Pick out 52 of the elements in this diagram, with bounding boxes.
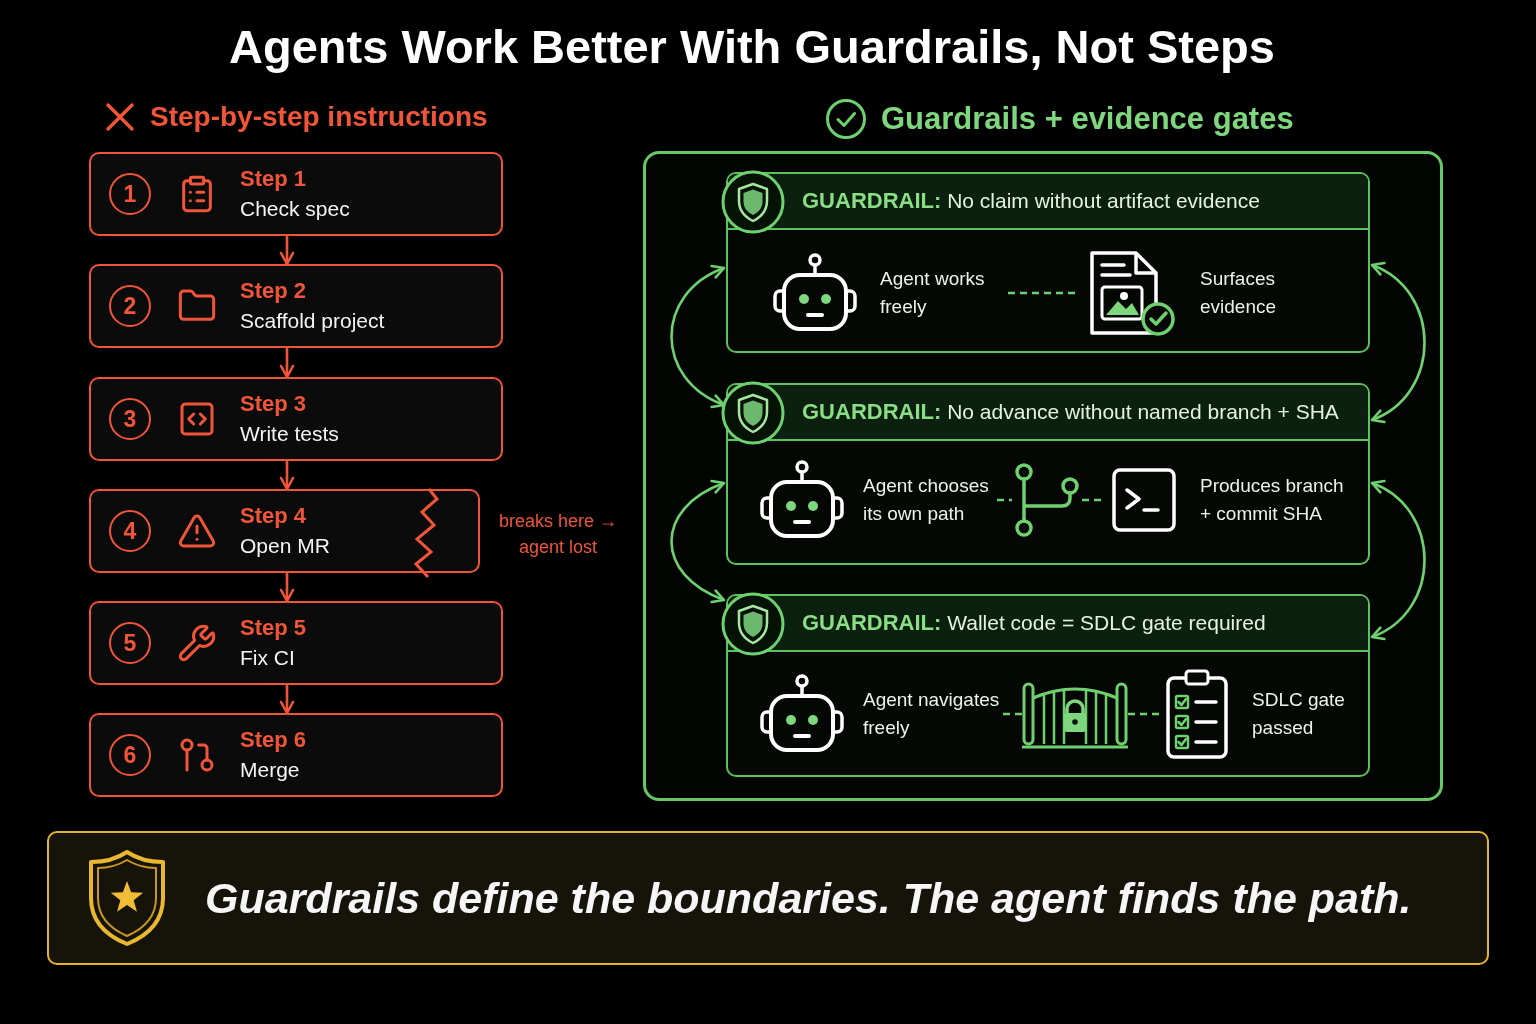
- step-title: Step 3: [240, 390, 308, 418]
- dashed-line: [997, 498, 1012, 502]
- step-title: Step 1: [240, 165, 308, 193]
- branch-icon: [1012, 462, 1082, 538]
- step-description: Check spec: [240, 196, 350, 222]
- curved-arrow: [1370, 263, 1426, 422]
- guardrail-heading: GUARDRAIL: No advance without named branch + SHA: [802, 398, 1339, 426]
- step-title: Step 6: [240, 726, 307, 754]
- step-description: Fix CI: [240, 645, 296, 671]
- step-number: 4: [109, 510, 151, 552]
- dashed-line: [1128, 712, 1160, 716]
- curved-arrow: [670, 480, 726, 603]
- guardrail-heading: GUARDRAIL: No claim without artifact evidence: [802, 187, 1260, 215]
- step-box: [89, 713, 503, 797]
- title: Agents Work Better With Guardrails, Not Steps: [229, 19, 1275, 75]
- step-title: Step 2: [240, 277, 308, 305]
- description-text: Agent navigates freely: [863, 688, 1001, 740]
- arrow: [279, 236, 295, 266]
- description-text: Agent works freely: [880, 267, 986, 319]
- step-box: [89, 264, 503, 348]
- step-box: [89, 152, 503, 236]
- dashed-line: [1003, 712, 1022, 716]
- step-description: Scaffold project: [240, 308, 385, 334]
- curved-arrow: [1370, 481, 1426, 639]
- step-description: Write tests: [240, 421, 339, 447]
- step-number: 6: [109, 734, 151, 776]
- arrow: [279, 461, 295, 491]
- step-number: 2: [109, 285, 151, 327]
- description-text: SDLC gate passed: [1252, 688, 1346, 740]
- step-description: Open MR: [240, 533, 330, 559]
- step-number: 3: [109, 398, 151, 440]
- description-text: Produces branch + commit SHA: [1200, 474, 1345, 526]
- curved-arrow: [670, 265, 726, 408]
- guardrail-heading: GUARDRAIL: Wallet code = SDLC gate required: [802, 609, 1266, 637]
- step-number: 5: [109, 622, 151, 664]
- description-text: Agent chooses its own path: [863, 474, 990, 526]
- step-box: [89, 601, 503, 685]
- step-description: Merge: [240, 757, 301, 783]
- summary-banner: [47, 831, 1489, 965]
- arrow: [279, 685, 295, 715]
- side-note: breaks here → agent lost: [497, 510, 619, 559]
- summary-text: Guardrails define the boundaries. The agent finds the path.: [205, 873, 1412, 924]
- step-number: 1: [109, 173, 151, 215]
- arrow: [279, 573, 295, 603]
- arrow: [279, 348, 295, 379]
- description-text: Surfaces evidence: [1200, 267, 1278, 319]
- column-heading: Step-by-step instructions: [150, 100, 488, 134]
- dashed-line: [1008, 291, 1076, 295]
- step-title: Step 5: [240, 614, 307, 642]
- panel-heading: Guardrails + evidence gates: [881, 100, 1294, 138]
- step-box: [89, 377, 503, 461]
- step-title: Step 4: [240, 502, 308, 530]
